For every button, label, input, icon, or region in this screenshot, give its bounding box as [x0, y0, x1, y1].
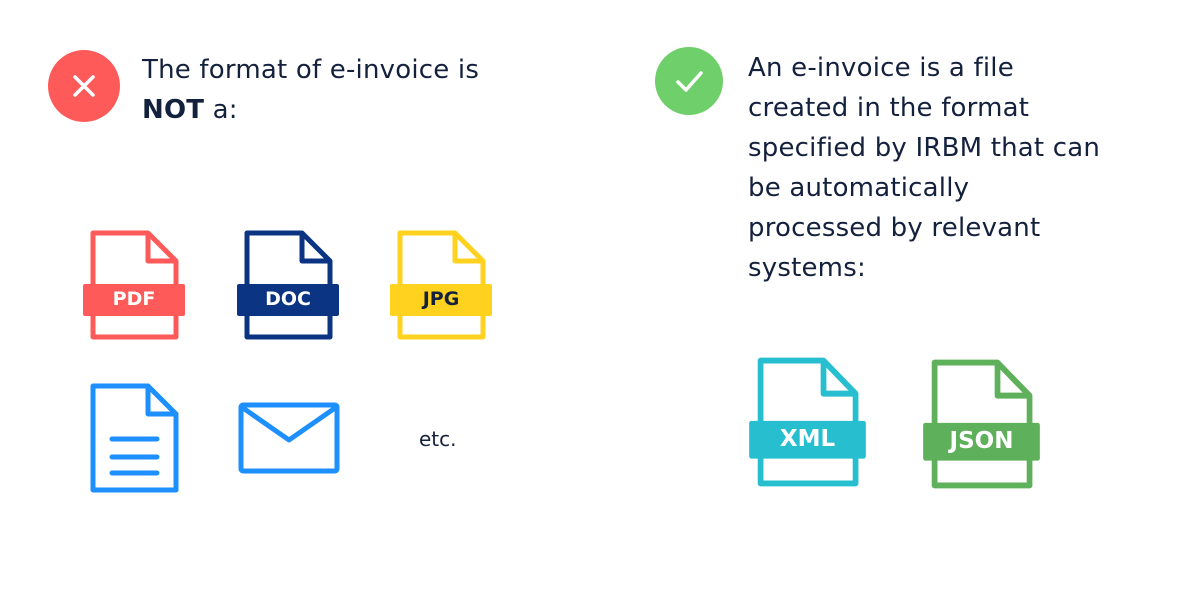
doc-file-icon: DOC [236, 230, 340, 340]
xml-file-icon: XML [748, 357, 867, 487]
file-type-label: PDF [112, 288, 156, 311]
file-type-label: JSON [949, 427, 1014, 454]
not-format-heading: The format of e-invoice is NOT a: [142, 50, 479, 130]
pdf-file-icon: PDF [82, 230, 186, 340]
heading-rest: a: [204, 95, 238, 125]
definition-line: processed by relevant [748, 213, 1041, 243]
jpg-file-icon: JPG [389, 230, 493, 340]
file-type-label: XML [779, 425, 836, 452]
definition-line: be automatically [748, 173, 970, 203]
not-emphasis: NOT [142, 95, 205, 125]
file-type-label: DOC [265, 288, 311, 311]
definition-line: systems: [748, 253, 866, 283]
file-type-label: JPG [422, 288, 460, 311]
check-mark-icon [655, 47, 723, 115]
heading-line: NOT a: [142, 90, 479, 130]
json-file-icon: JSON [922, 359, 1041, 489]
etc-label: etc. [419, 427, 457, 451]
x-mark-icon [48, 50, 120, 122]
definition-line: created in the format [748, 93, 1030, 123]
definition-line: An e-invoice is a file [748, 53, 1014, 83]
envelope-icon [238, 402, 340, 474]
document-icon [82, 383, 186, 493]
definition-line: specified by IRBM that can [748, 133, 1101, 163]
e-invoice-definition: An e-invoice is a file created in the fo… [748, 48, 1100, 288]
heading-line: The format of e-invoice is [142, 55, 480, 85]
